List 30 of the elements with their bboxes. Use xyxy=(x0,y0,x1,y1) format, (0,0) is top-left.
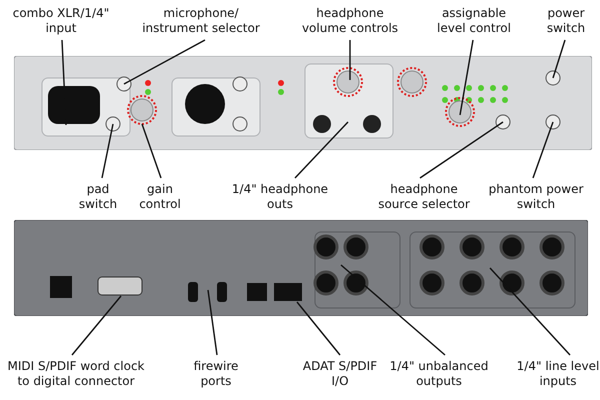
leader-line xyxy=(459,40,474,116)
callout-label: phantom power switch xyxy=(488,182,584,212)
callout-label: 1/4" headphone outs xyxy=(230,182,330,212)
leader-line xyxy=(420,121,504,179)
leader-line xyxy=(296,302,341,356)
callout-label: 1/4" line level inputs xyxy=(516,359,600,389)
callout-label: assignable level control xyxy=(436,6,512,36)
leader-line xyxy=(552,40,566,78)
callout-label: 1/4" unbalanced outputs xyxy=(388,359,490,389)
callout-label: pad switch xyxy=(78,182,118,212)
leader-line xyxy=(101,124,114,178)
callout-label: headphone volume controls xyxy=(300,6,400,36)
callout-label: firewire ports xyxy=(192,359,240,389)
callout-label: combo XLR/1/4" input xyxy=(12,6,110,36)
leader-line xyxy=(61,40,67,126)
leader-line xyxy=(294,122,348,178)
callout-label: ADAT S/PDIF I/O xyxy=(302,359,378,389)
leader-line xyxy=(124,39,206,85)
leader-line xyxy=(71,296,122,356)
leader-line xyxy=(141,124,162,178)
leader-line xyxy=(532,122,554,178)
callout-label: headphone source selector xyxy=(378,182,470,212)
leader-line xyxy=(340,264,446,356)
callout-label: microphone/ instrument selector xyxy=(141,6,261,36)
callout-label: gain control xyxy=(138,182,182,212)
leader-line xyxy=(489,268,571,356)
leader-line xyxy=(349,40,351,80)
leader-line xyxy=(207,290,218,356)
callout-label: MIDI S/PDIF word clock to digital connector xyxy=(6,359,146,389)
callout-label: power switch xyxy=(546,6,586,36)
